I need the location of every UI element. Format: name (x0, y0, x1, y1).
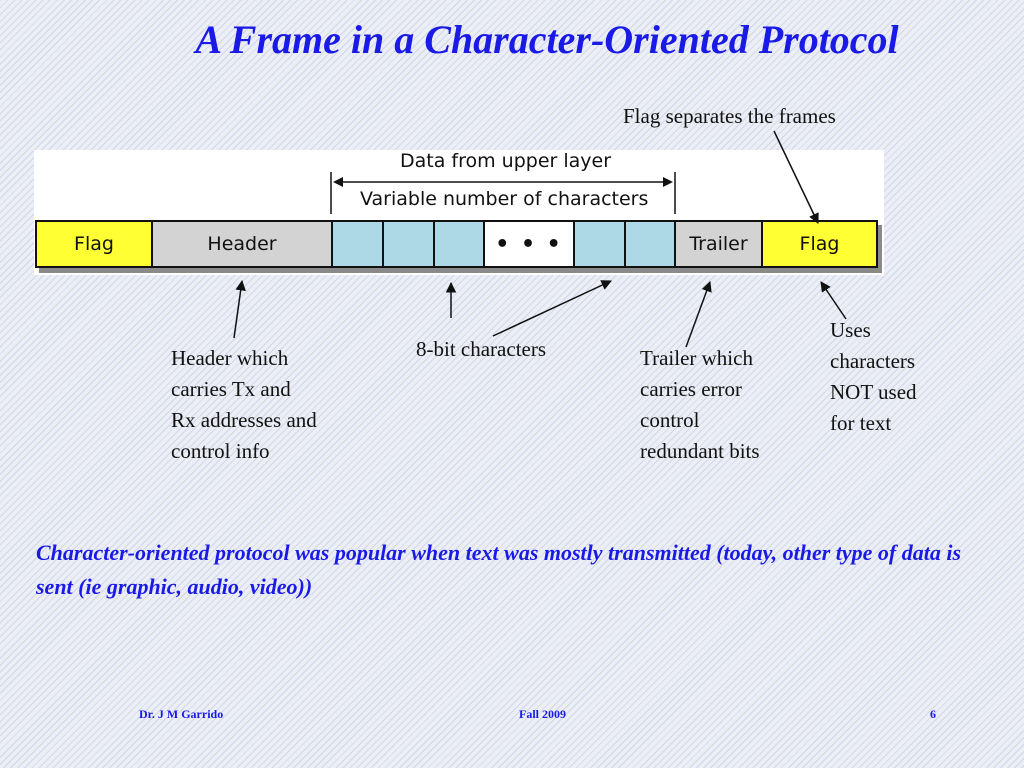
data-from-upper-layer-label: Data from upper layer (400, 150, 612, 172)
slide-title: A Frame in a Character-Oriented Protocol (195, 17, 899, 62)
field-char (626, 222, 676, 266)
callout-flag-separates: Flag separates the frames (623, 104, 836, 128)
dim-arrowhead-right (663, 177, 673, 187)
arrow-char-2 (492, 280, 612, 337)
arrow-uses (820, 281, 847, 320)
arrow-flag-separates (773, 130, 819, 224)
frame-bar: Flag Header • • • Trailer Flag (35, 220, 878, 268)
callout-trailer: Trailer which carries error control redu… (640, 346, 760, 463)
footer-page-number: 6 (930, 707, 936, 721)
summary-note: Character-oriented protocol was popular … (36, 540, 962, 599)
field-flag-right: Flag (763, 222, 876, 266)
variable-number-label: Variable number of characters (360, 188, 649, 210)
callout-8bit-characters: 8-bit characters (416, 337, 547, 361)
field-char (384, 222, 435, 266)
field-char (435, 222, 485, 266)
arrow-trailer (685, 281, 712, 348)
field-char (333, 222, 384, 266)
field-ellipsis: • • • (485, 222, 575, 266)
footer-term: Fall 2009 (519, 707, 566, 721)
arrow-header (233, 279, 246, 339)
field-flag-left: Flag (37, 222, 153, 266)
callout-header: Header which carries Tx and Rx addresses… (171, 346, 317, 463)
dim-arrowhead-left (333, 177, 343, 187)
footer-author: Dr. J M Garrido (139, 707, 224, 721)
field-char (575, 222, 626, 266)
callout-uses-characters: Uses characters NOT used for text (830, 318, 917, 435)
field-trailer: Trailer (676, 222, 763, 266)
field-header: Header (153, 222, 333, 266)
